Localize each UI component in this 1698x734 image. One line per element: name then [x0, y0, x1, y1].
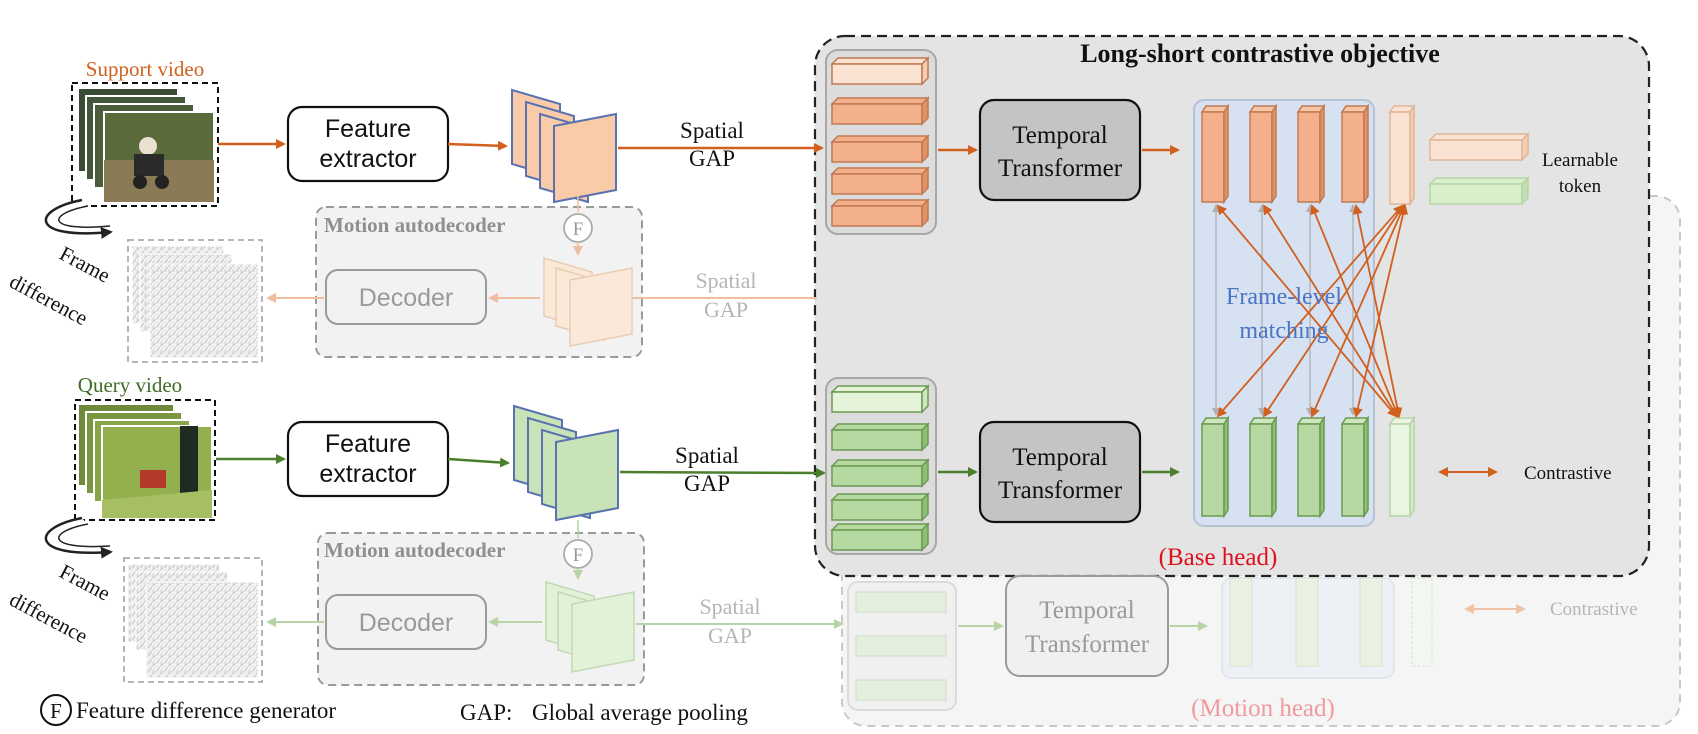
footer-f-symbol: F	[50, 699, 62, 723]
support-video-frames	[71, 82, 219, 207]
support-extractor-arrow	[447, 140, 508, 151]
query-motion-autodecoder-label: Motion autodecoder	[324, 538, 505, 562]
frame-matching-label-line2: matching	[1239, 318, 1328, 344]
support-feature-extractor-line2: extractor	[319, 145, 416, 173]
query-decoder-label: Decoder	[359, 609, 454, 637]
motion-head-label: (Motion head)	[1191, 695, 1335, 722]
query-decoder	[325, 594, 487, 650]
query-video-frames	[74, 399, 216, 521]
query-f-symbol: F	[573, 545, 584, 566]
learnable-token-legend-icon	[1428, 132, 1530, 206]
feature-difference-generator-icon	[40, 694, 72, 726]
query-motion-feature-maps	[545, 581, 635, 673]
query-frame-difference-line2: difference	[6, 587, 92, 648]
region-title: Long-short contrastive objective	[1080, 39, 1440, 68]
support-faded-gap-line2: GAP	[704, 297, 748, 322]
support-difference-frames	[127, 239, 263, 363]
support-frame-difference-line1: Frame	[56, 241, 115, 287]
gap-abbreviation: GAP:	[460, 700, 512, 725]
query-temporal-transformer-line2: Transformer	[998, 477, 1123, 504]
query-faded-gap-line2: GAP	[708, 623, 752, 648]
query-learnable-column	[1388, 415, 1416, 519]
motion-head-tokens	[847, 581, 957, 711]
support-feature-extractor-line1: Feature	[325, 115, 411, 143]
support-spatial-gap-line2: GAP	[689, 146, 735, 171]
motion-head-columns	[1221, 577, 1433, 679]
query-feature-extractor-line2: extractor	[319, 460, 416, 488]
query-spatial-gap-line1: Spatial	[675, 443, 739, 468]
support-motion-autodecoder-label: Motion autodecoder	[324, 213, 505, 237]
query-difference-frames	[123, 557, 263, 683]
query-spatial-gap-line2: GAP	[684, 471, 730, 496]
support-temporal-transformer-line2: Transformer	[998, 155, 1123, 182]
feature-difference-generator-label: Feature difference generator	[76, 698, 336, 723]
support-video-label: Support video	[86, 57, 204, 81]
frame-matching-label-line1: Frame-level	[1226, 284, 1342, 310]
query-temporal-transformer-line1: Temporal	[1012, 444, 1107, 471]
query-temporal-transformer	[978, 420, 1142, 524]
query-feature-extractor-line1: Feature	[325, 430, 411, 458]
support-faded-gap-line1: Spatial	[695, 268, 756, 293]
query-tokens	[830, 384, 930, 552]
query-video-label: Query video	[78, 373, 182, 397]
learnable-token-label-line1: Learnable	[1542, 150, 1618, 171]
support-learnable-column	[1388, 103, 1416, 207]
query-frame-columns	[1200, 415, 1370, 519]
query-feature-maps	[513, 404, 619, 522]
query-frame-difference-line1: Frame	[56, 559, 115, 605]
support-motion-feature-maps	[543, 257, 633, 347]
motion-head-temporal-transformer-line1: Temporal	[1039, 597, 1134, 624]
support-temporal-transformer-line1: Temporal	[1012, 122, 1107, 149]
base-head-label: (Base head)	[1159, 544, 1278, 571]
contrastive-faded-legend-label: Contrastive	[1550, 599, 1638, 620]
query-extractor-arrow	[447, 457, 510, 468]
motion-head-temporal-transformer-line2: Transformer	[1025, 631, 1150, 658]
gap-definition: Global average pooling	[532, 700, 748, 725]
matching-cross-arrows	[1216, 204, 1409, 418]
query-faded-gap-line1: Spatial	[699, 594, 760, 619]
support-spatial-gap-line1: Spatial	[680, 118, 744, 143]
support-decoder-label: Decoder	[359, 284, 454, 312]
query-spatial-gap-arrow	[619, 467, 826, 478]
support-frame-difference-line2: difference	[6, 269, 92, 330]
motion-head-temporal-transformer	[1005, 575, 1169, 677]
support-feature-maps	[511, 88, 617, 204]
support-frame-columns	[1200, 103, 1370, 205]
contrastive-legend-label: Contrastive	[1524, 463, 1612, 484]
support-frame-difference-arrow	[44, 198, 113, 239]
support-tokens	[830, 56, 930, 228]
learnable-token-label-line2: token	[1559, 176, 1602, 197]
support-decoder	[325, 269, 487, 325]
support-temporal-transformer	[978, 98, 1142, 202]
query-frame-difference-arrow	[44, 516, 113, 559]
support-f-symbol: F	[573, 219, 584, 240]
